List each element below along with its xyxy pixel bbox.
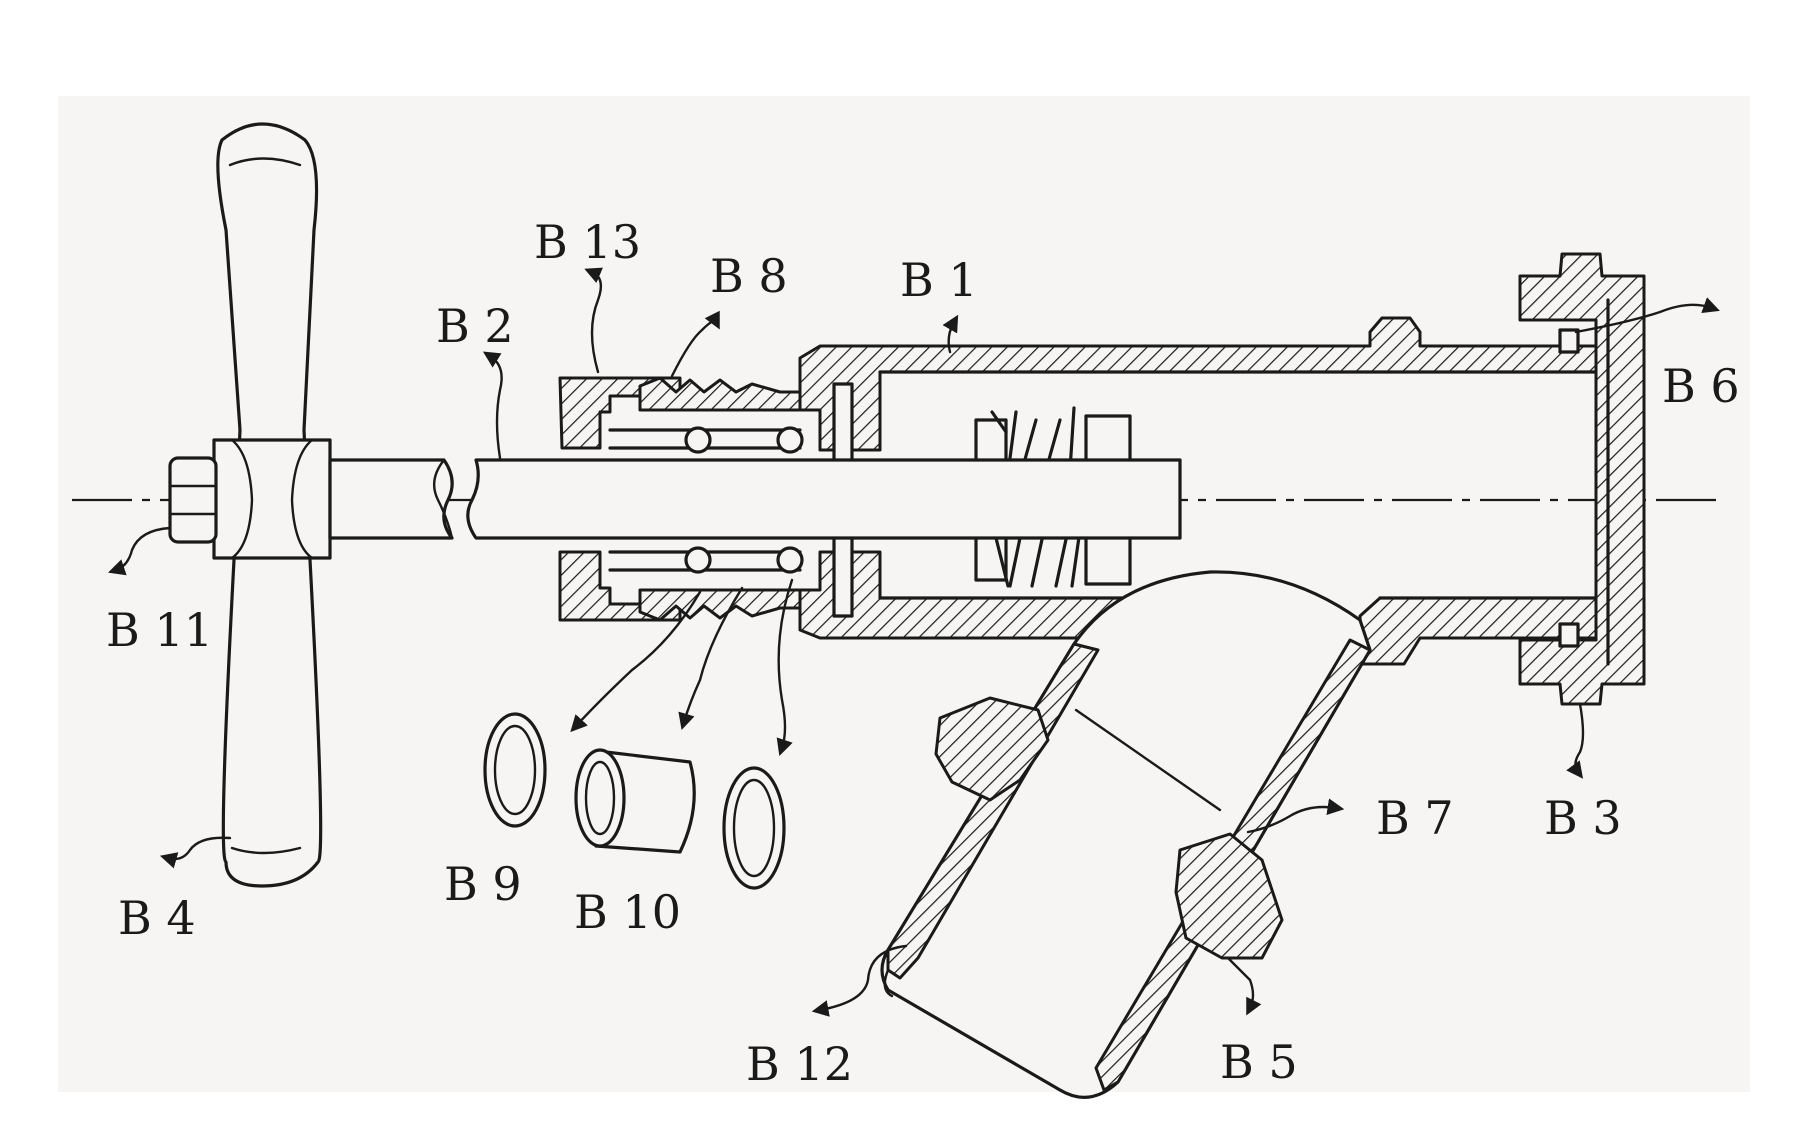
label-b2: B 2 — [436, 299, 514, 353]
packing-rings — [684, 426, 804, 574]
nut-b11 — [168, 456, 218, 544]
label-b11: B 11 — [106, 603, 213, 657]
branch-nut-b7 — [934, 696, 1284, 960]
label-b1: B 1 — [900, 253, 978, 307]
label-b6: B 6 — [1662, 359, 1740, 413]
leader-lines — [108, 267, 1720, 1017]
spindle-b2 — [466, 458, 1182, 540]
label-b13: B 13 — [534, 215, 641, 269]
label-b12: B 12 — [746, 1037, 853, 1091]
label-b7: B 7 — [1376, 791, 1454, 845]
spindle-stub — [328, 458, 454, 540]
label-b8: B 8 — [710, 249, 788, 303]
sleeve-b10 — [574, 748, 696, 854]
part-labels: B 1 B 2 B 3 B 4 B 5 B 6 B 7 B 8 B 9 B 10… — [106, 215, 1740, 1091]
label-b3: B 3 — [1544, 791, 1622, 845]
branch-pipe-b12 — [880, 570, 1372, 1099]
label-b9: B 9 — [444, 857, 522, 911]
label-b10: B 10 — [574, 885, 681, 939]
label-b4: B 4 — [118, 891, 196, 945]
end-union-b3 — [1518, 252, 1646, 706]
ring-b9b — [722, 766, 786, 890]
ring-b9 — [483, 712, 547, 828]
label-b5: B 5 — [1220, 1035, 1298, 1089]
handle-hub — [212, 438, 332, 560]
